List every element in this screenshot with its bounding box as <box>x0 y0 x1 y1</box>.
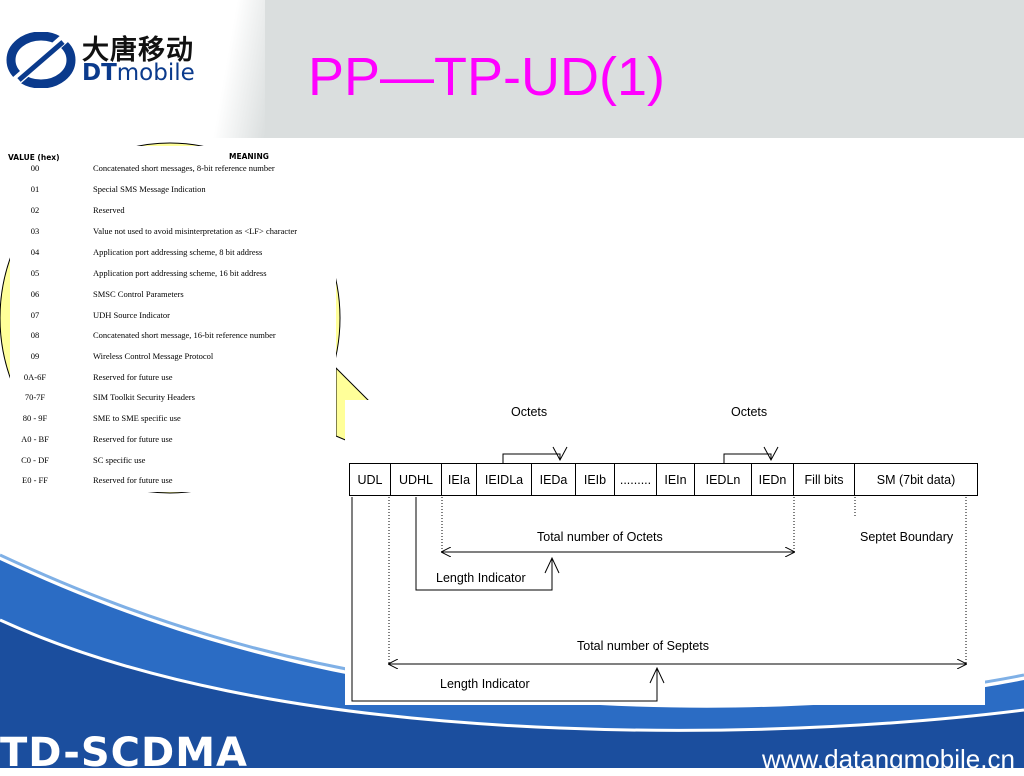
field-udhl: UDHL <box>390 463 442 496</box>
field-ieda: IEDa <box>531 463 576 496</box>
logo-chinese-text: 大唐移动 <box>82 35 194 66</box>
field-sm-7bit-data: SM (7bit data) <box>854 463 978 496</box>
length-indicator-udl-label: Length Indicator <box>440 677 530 691</box>
logo-mobile: mobile <box>116 60 195 86</box>
page-title: PP—TP-UD(1) <box>308 47 666 107</box>
table-header-meaning: MEANING <box>229 152 269 161</box>
octets-label-1: Octets <box>511 405 548 419</box>
field-fill-bits: Fill bits <box>793 463 855 496</box>
field-udl: UDL <box>349 463 391 496</box>
total-septets-label: Total number of Septets <box>577 639 710 653</box>
field-iedln: IEDLn <box>694 463 752 496</box>
field-ieia: IEIa <box>441 463 477 496</box>
field-iein: IEIn <box>656 463 695 496</box>
length-indicator-udhl-label: Length Indicator <box>436 571 526 585</box>
field-ellipsis: ......... <box>614 463 657 496</box>
logo-dt: DT <box>82 60 117 86</box>
octets-label-2: Octets <box>731 405 768 419</box>
field-iedn: IEDn <box>751 463 794 496</box>
total-octets-label: Total number of Octets <box>537 530 663 544</box>
table-header-value: VALUE (hex) <box>8 153 60 162</box>
dtmobile-logo-icon <box>6 32 76 88</box>
septet-boundary-label: Septet Boundary <box>860 530 954 544</box>
header-logo-area <box>0 0 265 138</box>
field-ieib: IEIb <box>575 463 615 496</box>
logo-english-text: DTmobile <box>82 60 195 86</box>
field-ieidla: IEIDLa <box>476 463 532 496</box>
